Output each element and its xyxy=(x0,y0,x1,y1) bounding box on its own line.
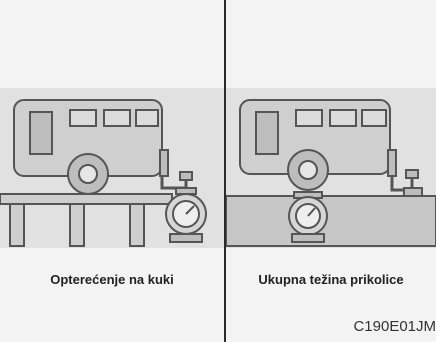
caption-gross-trailer-weight: Ukupna težina prikolice xyxy=(258,272,404,287)
caption-hitch-load: Opterećenje na kuki xyxy=(50,272,174,287)
figure-code: C190E01JM xyxy=(353,318,436,335)
scale-icon xyxy=(165,187,207,243)
trailer-icon xyxy=(239,99,423,197)
scale-icon xyxy=(288,191,328,243)
left-panel-illustration xyxy=(0,88,224,248)
ground-block xyxy=(226,195,436,247)
panel-divider xyxy=(224,0,226,342)
right-panel-illustration xyxy=(226,88,436,248)
trailer-icon xyxy=(13,99,193,195)
